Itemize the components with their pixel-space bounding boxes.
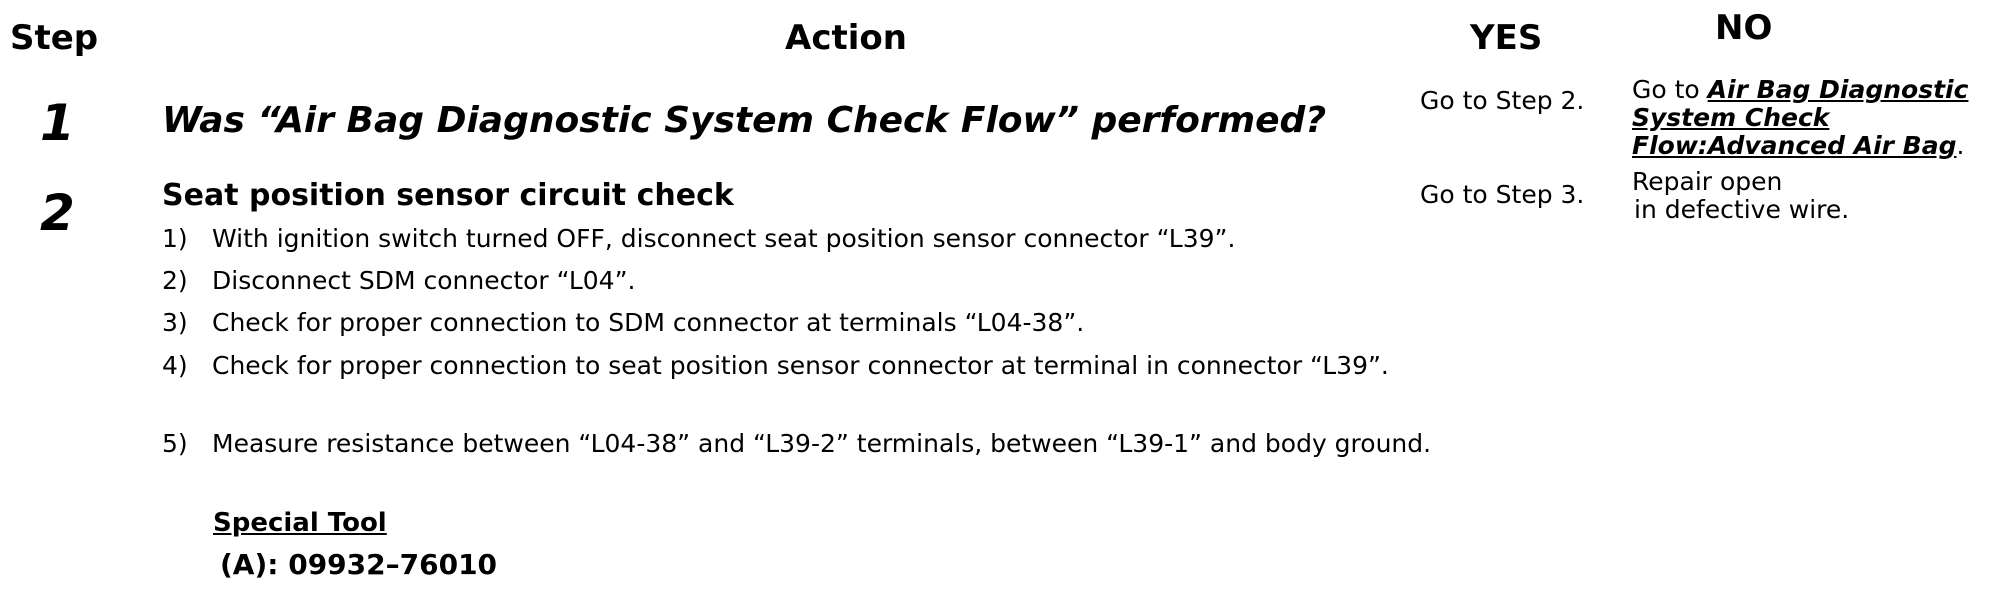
step-2-no-line1: Repair open (1632, 167, 1783, 196)
step-1-no-link-line3: Flow:Advanced Air Bag (1632, 131, 1957, 160)
special-tool-label: Special Tool (213, 508, 387, 538)
substep-4-text: Check for proper connection to seat posi… (212, 351, 1389, 380)
step-1-no-suffix: . (1956, 131, 1965, 160)
step-2-yes: Go to Step 3. (1420, 180, 1585, 209)
step-1-question: Was “Air Bag Diagnostic System Check Flo… (162, 100, 1327, 141)
substep-1-number: 1) (162, 224, 188, 253)
step-1-no-link-line1: Air Bag Diagnostic (1707, 75, 1969, 104)
step-number-2: 2 (40, 184, 75, 242)
step-number-1: 1 (40, 94, 75, 152)
substep-1: 1) With ignition switch turned OFF, disco… (162, 223, 1462, 255)
header-yes: YES (1470, 18, 1543, 58)
step-2-no-line2: in defective wire. (1634, 195, 1850, 224)
step-1-no-prefix: Go to (1632, 75, 1708, 104)
step-2-title: Seat position sensor circuit check (162, 178, 734, 213)
substep-5: 5) Measure resistance between “L04-38” an… (162, 428, 1462, 460)
substep-2: 2) Disconnect SDM connector “L04”. (162, 265, 1462, 297)
header-step: Step (10, 18, 99, 58)
substep-2-number: 2) (162, 266, 188, 295)
step-1-no-link-line2: System Check (1632, 103, 1830, 132)
header-action: Action (785, 18, 907, 58)
substep-3-number: 3) (162, 308, 188, 337)
special-tool-number: (A): 09932–76010 (220, 548, 498, 581)
substep-1-text: With ignition switch turned OFF, disconn… (212, 224, 1236, 253)
header-no: NO (1715, 8, 1773, 48)
substep-2-text: Disconnect SDM connector “L04”. (212, 266, 636, 295)
substep-5-text: Measure resistance between “L04-38” and … (212, 429, 1432, 458)
substep-3: 3) Check for proper connection to SDM con… (162, 307, 1462, 339)
step-1-yes: Go to Step 2. (1420, 86, 1585, 115)
substep-5-number: 5) (162, 429, 188, 458)
substep-3-text: Check for proper connection to SDM conne… (212, 308, 1085, 337)
substep-4: 4) Check for proper connection to seat po… (162, 350, 1462, 382)
substep-4-number: 4) (162, 351, 188, 380)
